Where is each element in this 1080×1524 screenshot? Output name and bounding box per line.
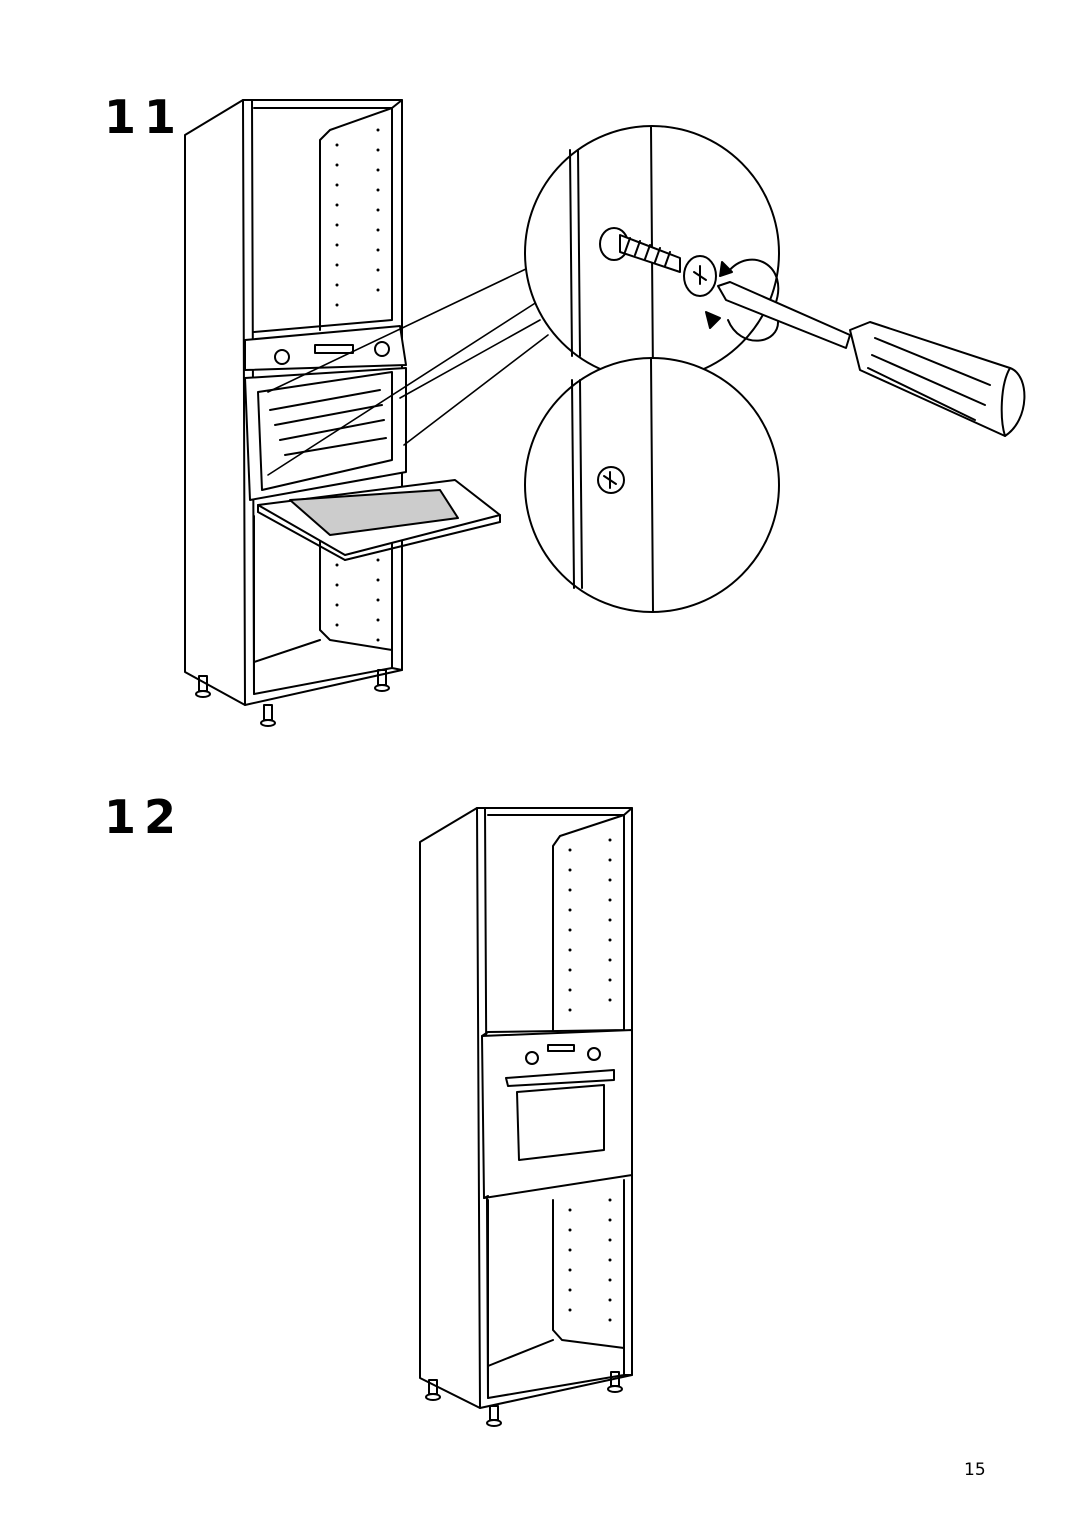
shelf-pin-holes	[568, 838, 612, 1322]
page-number: 15	[964, 1460, 986, 1480]
step-11-illustration	[184, 99, 1026, 727]
oven-open	[244, 325, 501, 561]
step-11-number: 11	[104, 90, 185, 144]
screw-icon	[599, 227, 717, 297]
screw-head-icon	[597, 466, 625, 494]
clockwise-arrow-icon	[705, 258, 780, 342]
callout-lines	[267, 267, 549, 476]
cabinet-legs	[195, 669, 390, 727]
detail-circle-screwing	[524, 125, 780, 381]
screwdriver-icon	[717, 281, 1026, 437]
step-12-number: 12	[104, 790, 185, 844]
oven-closed	[481, 1029, 633, 1199]
cabinet-legs	[425, 1371, 623, 1427]
shelf-pin-holes	[335, 128, 380, 642]
detail-circle-finished	[524, 357, 780, 613]
step-12-illustration	[419, 807, 633, 1427]
